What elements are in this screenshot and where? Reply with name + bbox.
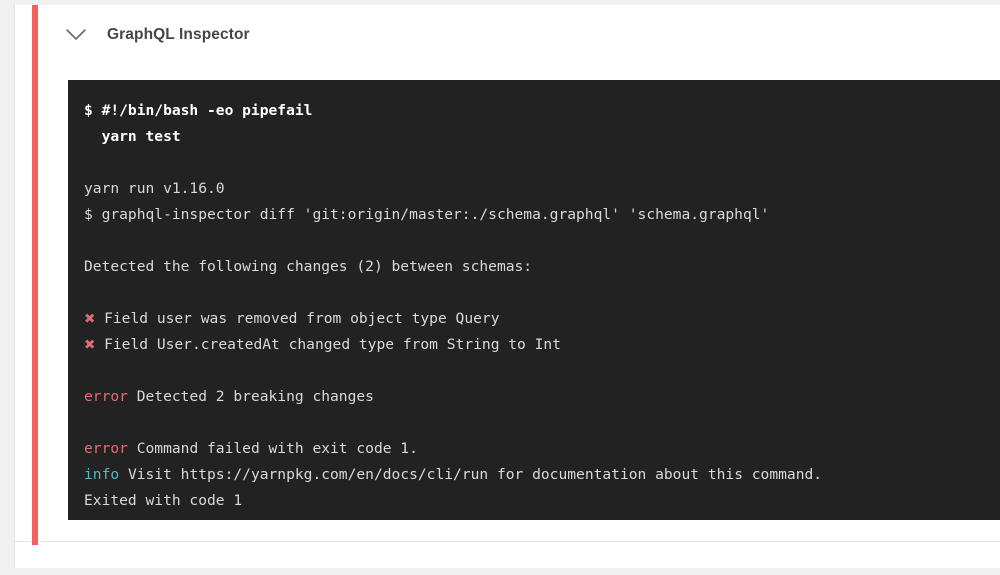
- terminal-line-text: Detected 2 breaking changes: [127, 388, 374, 405]
- terminal-line: ✖ Field User.createdAt changed type from…: [84, 332, 1000, 358]
- terminal-line-text: Visit https://yarnpkg.com/en/docs/cli/ru…: [119, 466, 823, 483]
- terminal-line: $ #!/bin/bash -eo pipefail: [84, 98, 1000, 124]
- terminal-line-text: yarn run v1.16.0: [84, 180, 225, 197]
- terminal-line: info Visit https://yarnpkg.com/en/docs/c…: [84, 462, 1000, 488]
- terminal-line: Exited with code 1: [84, 488, 1000, 514]
- terminal-line-text: Exited with code 1: [84, 492, 243, 509]
- terminal-line-text: Field user was removed from object type …: [95, 310, 500, 327]
- terminal-line: [84, 280, 1000, 306]
- terminal-line-text: Command failed with exit code 1.: [127, 440, 418, 457]
- card-divider: [15, 541, 1000, 542]
- terminal-line: [84, 150, 1000, 176]
- failure-cross-icon: ✖: [84, 311, 96, 327]
- job-header[interactable]: GraphQL Inspector: [15, 6, 1000, 64]
- job-title: GraphQL Inspector: [107, 26, 250, 43]
- terminal-line: [84, 358, 1000, 384]
- terminal-line: error Command failed with exit code 1.: [84, 436, 1000, 462]
- terminal-line: ✖ Field user was removed from object typ…: [84, 306, 1000, 332]
- terminal-line: $ graphql-inspector diff 'git:origin/mas…: [84, 202, 1000, 228]
- terminal-command-text: $ #!/bin/bash -eo pipefail: [84, 102, 313, 119]
- terminal-line: [84, 410, 1000, 436]
- terminal-line: yarn test: [84, 124, 1000, 150]
- terminal-line-text: $ graphql-inspector diff 'git:origin/mas…: [84, 206, 770, 223]
- terminal-output-panel[interactable]: $ #!/bin/bash -eo pipefail yarn test yar…: [68, 80, 1000, 520]
- terminal-command-text: yarn test: [84, 128, 181, 145]
- chevron-down-icon[interactable]: [63, 22, 89, 48]
- terminal-line: Detected the following changes (2) betwe…: [84, 254, 1000, 280]
- terminal-log-level-tag: info: [84, 466, 120, 483]
- card-footer: [15, 542, 1000, 568]
- terminal-log-lines: $ #!/bin/bash -eo pipefail yarn test yar…: [68, 98, 1000, 514]
- failure-cross-icon: ✖: [84, 337, 96, 353]
- page-bottom-shade: [0, 568, 1000, 575]
- terminal-line-text: Detected the following changes (2) betwe…: [84, 258, 533, 275]
- terminal-line: yarn run v1.16.0: [84, 176, 1000, 202]
- terminal-log-level-tag: error: [84, 440, 128, 457]
- job-status-accent-bar: [32, 5, 38, 545]
- terminal-line: error Detected 2 breaking changes: [84, 384, 1000, 410]
- terminal-line: [84, 228, 1000, 254]
- terminal-log-level-tag: error: [84, 388, 128, 405]
- terminal-line-text: Field User.createdAt changed type from S…: [95, 336, 561, 353]
